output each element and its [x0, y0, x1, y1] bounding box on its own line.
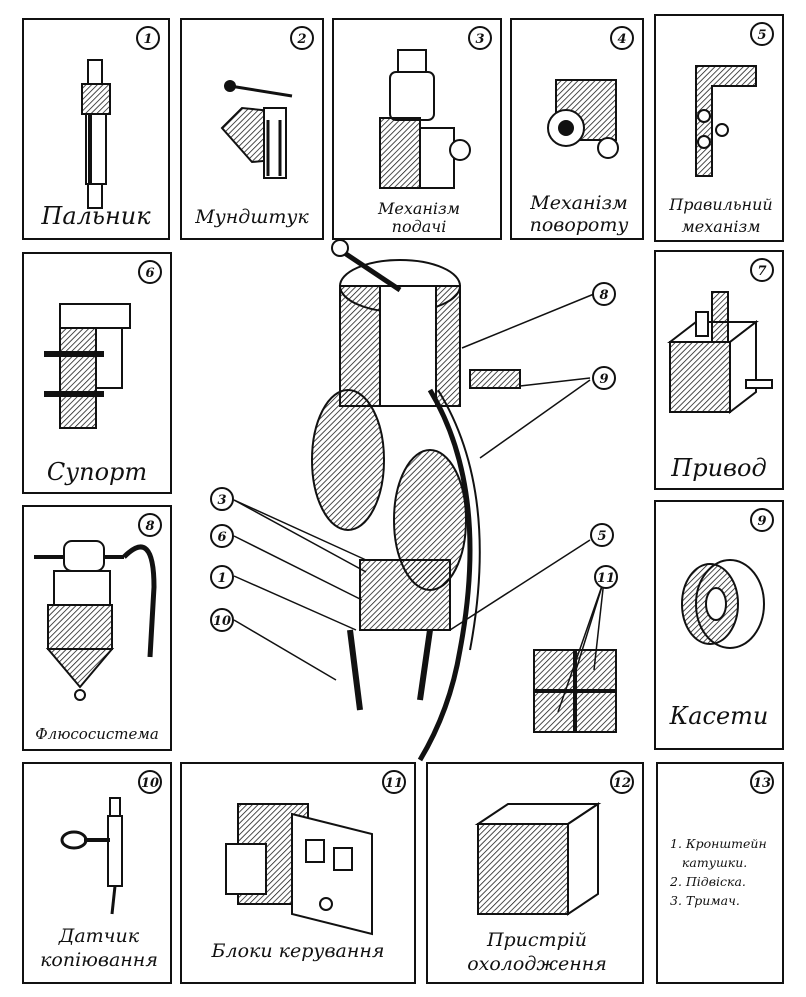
legend-item: 3. Тримач. [670, 893, 740, 908]
legend-list: 1. Кронштейн катушки. 2. Підвіска. 3. Тр… [670, 834, 767, 910]
panel-legend: 13 1. Кронштейн катушки. 2. Підвіска. 3.… [656, 762, 784, 984]
panel-number: 5 [750, 22, 774, 46]
panel-label: Механізм повороту [529, 192, 629, 236]
callout-number: 5 [590, 523, 614, 547]
panel-nozzle: 2 Мундштук [180, 18, 324, 240]
panel-straightening-mechanism: 5 Правильний механізм [654, 14, 784, 242]
callout-number: 1 [210, 565, 234, 589]
straightening-mechanism-illustration [695, 65, 757, 177]
panel-number: 10 [138, 770, 162, 794]
callout-number: 8 [592, 282, 616, 306]
legend-item: 1. Кронштейн катушки. [670, 836, 767, 870]
panel-control-units: 11 Блоки керування [180, 762, 416, 984]
panel-number: 13 [750, 770, 774, 794]
panel-tracking-sensor: 10 Датчик копіювання [22, 762, 172, 984]
callout-number: 6 [210, 524, 234, 548]
panel-carriage: 6 Супорт [22, 252, 172, 494]
carriage-illustration [44, 303, 131, 429]
panel-label: Супорт [46, 458, 148, 486]
panel-flux-system: 8 Флюсосистема [22, 505, 172, 751]
torch-illustration [81, 59, 111, 209]
panel-rotation-mechanism: 4 Механізм повороту [510, 18, 644, 240]
panel-label: Механізм подачі [377, 199, 461, 236]
panel-label: Пристрій охолодження [467, 929, 607, 975]
panel-number: 4 [610, 26, 634, 50]
callout-number: 10 [210, 608, 234, 632]
drive-illustration [667, 291, 773, 415]
panel-number: 6 [138, 260, 162, 284]
panel-feed-mechanism: 3 Механізм подачі [332, 18, 502, 240]
panel-label: Блоки керування [211, 940, 385, 962]
flux-system-illustration [34, 540, 157, 701]
rotation-mechanism-illustration [547, 79, 619, 159]
cassettes-illustration [681, 559, 765, 649]
feed-mechanism-illustration [379, 49, 471, 189]
panel-label: Правильний механізм [669, 195, 773, 236]
panel-number: 3 [468, 26, 492, 50]
panel-cooling-device: 12 Пристрій охолодження [426, 762, 644, 984]
panel-label: Пальник [41, 202, 151, 230]
nozzle-illustration [220, 80, 293, 179]
welding-head-assembly [233, 239, 617, 762]
panel-number: 7 [750, 258, 774, 282]
panel-number: 12 [610, 770, 634, 794]
panel-number: 11 [382, 770, 406, 794]
cooling-device-illustration [474, 802, 602, 916]
tracking-sensor-illustration [60, 797, 123, 915]
panel-number: 9 [750, 508, 774, 532]
callout-number: 11 [594, 565, 618, 589]
control-units-illustration [225, 803, 373, 936]
panel-cassettes: 9 Касети [654, 500, 784, 750]
panel-label: Касети [669, 702, 769, 730]
panel-number: 2 [290, 26, 314, 50]
panel-number: 1 [136, 26, 160, 50]
panel-label: Флюсосистема [35, 725, 159, 743]
legend-item: 2. Підвіска. [670, 874, 746, 889]
panel-drive: 7 Привод [654, 250, 784, 490]
panel-label: Привод [671, 454, 767, 482]
panel-label: Датчик копіювання [40, 925, 158, 971]
panel-number: 8 [138, 513, 162, 537]
panel-label: Мундштук [195, 206, 309, 228]
panel-torch: 1 Пальник [22, 18, 170, 240]
callout-number: 9 [592, 366, 616, 390]
callout-number: 3 [210, 487, 234, 511]
